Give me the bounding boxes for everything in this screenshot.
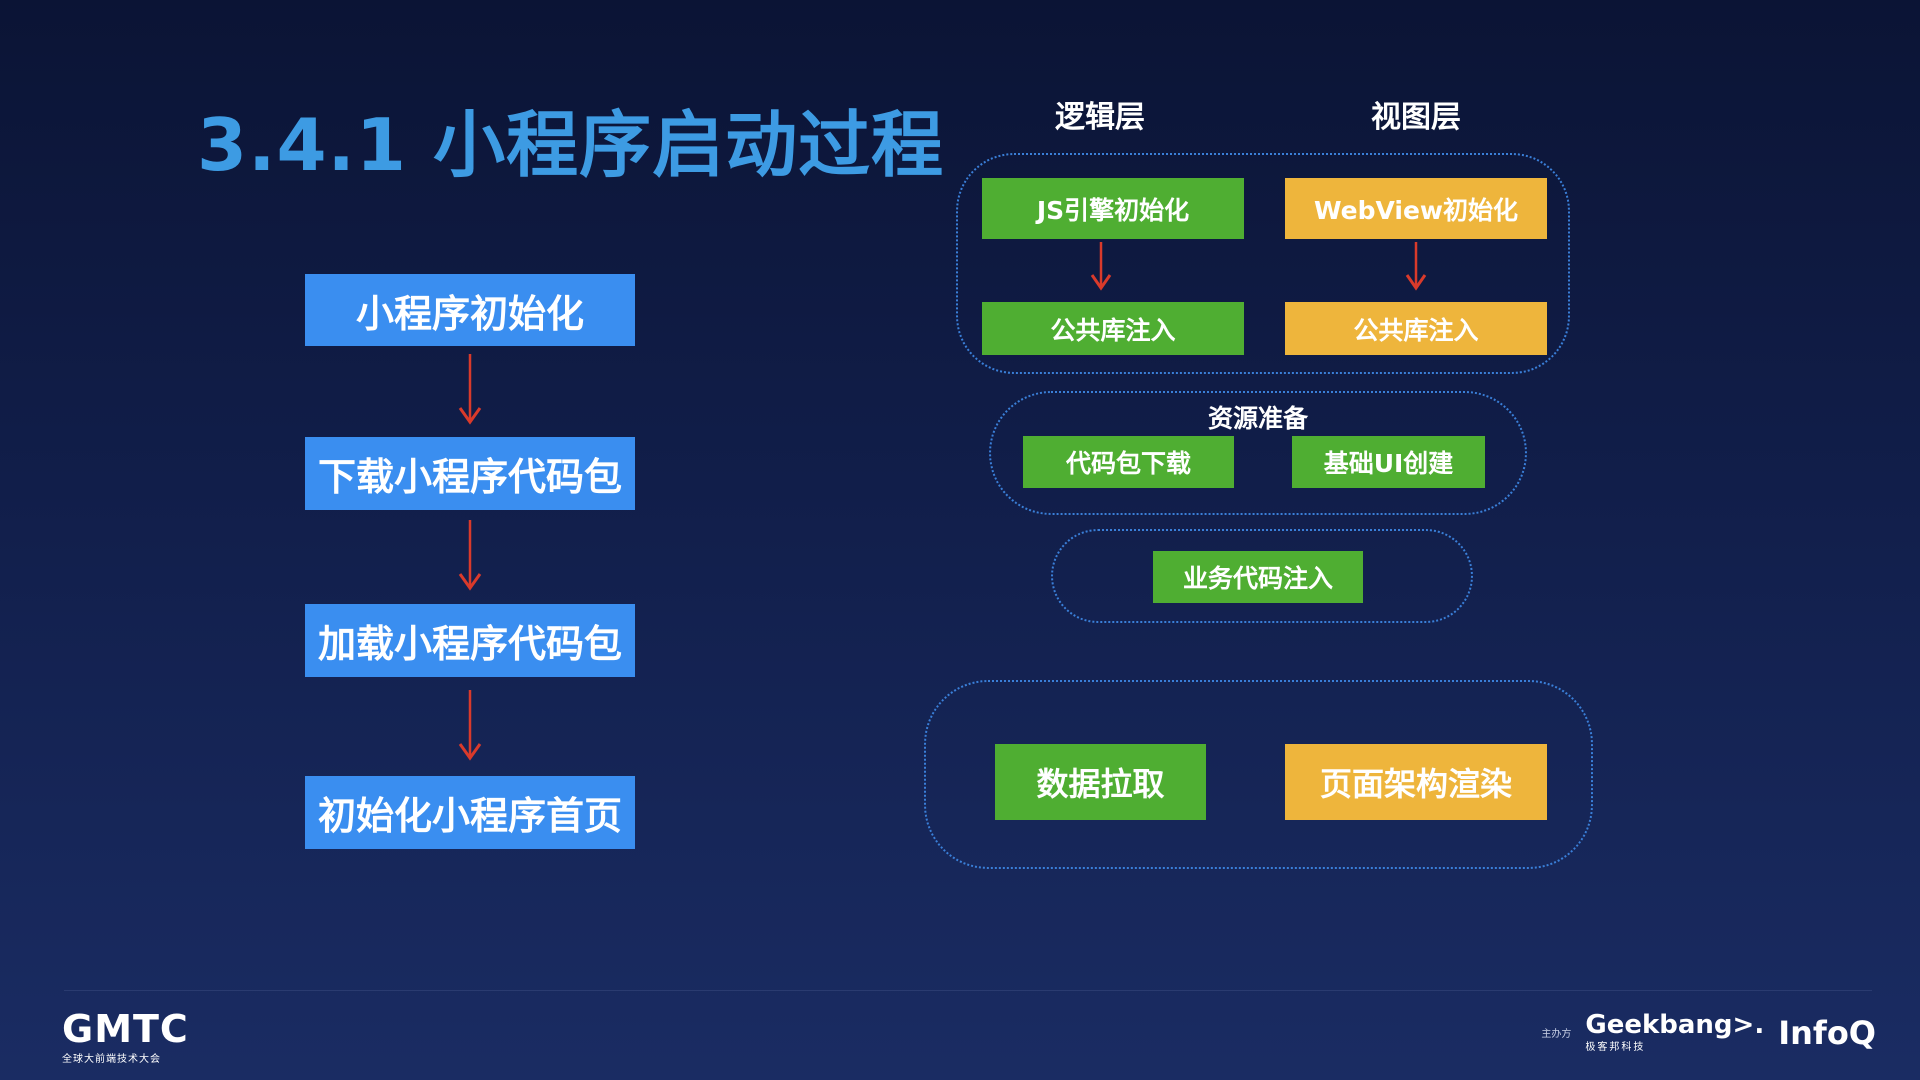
webview-init: WebView初始化	[1285, 178, 1547, 239]
arrow-down-icon	[458, 520, 482, 591]
resource-label: 资源准备	[1207, 404, 1308, 433]
step-init-homepage: 初始化小程序首页	[305, 776, 635, 849]
arrow-down-icon	[1405, 242, 1427, 291]
base-ui-build: 基础UI创建	[1292, 436, 1485, 488]
geekbang-logo-text: Geekbang>.	[1585, 1010, 1765, 1040]
page-render: 页面架构渲染	[1285, 744, 1547, 820]
sponsor-logos: 主办方 Geekbang>. 极客邦科技 InfoQ	[1541, 1012, 1876, 1053]
arrow-down-icon	[1090, 242, 1112, 291]
gmtc-logo: GMTC 全球大前端技术大会	[62, 1010, 189, 1065]
init-group	[956, 153, 1570, 374]
geekbang-logo: Geekbang>. 极客邦科技	[1585, 1012, 1764, 1053]
business-group	[1051, 529, 1473, 623]
data-fetch: 数据拉取	[995, 744, 1206, 820]
view-lib-inject: 公共库注入	[1285, 302, 1547, 355]
view-layer-header: 视图层	[1371, 100, 1461, 135]
geekbang-logo-subtitle: 极客邦科技	[1585, 1042, 1646, 1053]
logic-lib-inject: 公共库注入	[982, 302, 1244, 355]
arrow-down-icon	[458, 354, 482, 425]
step-download-package: 下载小程序代码包	[305, 437, 635, 510]
gmtc-logo-subtitle: 全球大前端技术大会	[62, 1054, 161, 1065]
code-download: 代码包下载	[1023, 436, 1234, 488]
gmtc-logo-text: GMTC	[62, 1007, 189, 1051]
arrow-down-icon	[458, 690, 482, 761]
step-init-miniprogram: 小程序初始化	[305, 274, 635, 346]
render-group	[924, 680, 1593, 869]
business-code-inject: 业务代码注入	[1153, 551, 1363, 603]
js-engine-init: JS引擎初始化	[982, 178, 1244, 239]
logic-layer-header: 逻辑层	[1055, 100, 1145, 135]
slide-title: 3.4.1 小程序启动过程	[197, 103, 945, 187]
sponsor-label: 主办方	[1541, 1029, 1572, 1040]
resource-group	[989, 391, 1527, 515]
step-load-package: 加载小程序代码包	[305, 604, 635, 677]
footer-divider	[64, 990, 1872, 991]
infoq-logo: InfoQ	[1778, 1013, 1876, 1052]
